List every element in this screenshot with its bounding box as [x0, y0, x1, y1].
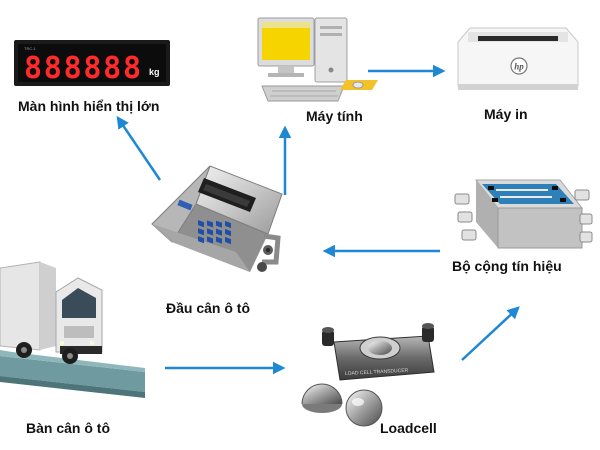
loadcell-engraving: LOAD CELL TRANSDUCER — [345, 368, 409, 377]
display-tag: TRC-1 — [24, 46, 37, 51]
weighing-indicator-icon — [151, 165, 283, 272]
arrow-loadcell-to-junction — [461, 306, 520, 361]
label-display: Màn hình hiển thị lớn — [18, 98, 160, 114]
label-computer: Máy tính — [306, 108, 363, 124]
arrows — [116, 64, 520, 375]
computer-icon — [257, 17, 378, 102]
label-scale: Bàn cân ô tô — [26, 420, 111, 436]
display-unit: kg — [149, 67, 160, 77]
label-loadcell: Loadcell — [380, 420, 437, 436]
label-printer: Máy in — [484, 106, 528, 122]
printer-icon: hp — [457, 27, 579, 90]
label-junction: Bộ cộng tín hiệu — [452, 258, 562, 274]
led-display-icon: TRC-1 888888 kg — [14, 40, 170, 86]
junction-box-icon — [454, 179, 593, 249]
label-indicator: Đầu cân ô tô — [166, 300, 251, 316]
truck-scale-icon — [0, 261, 145, 398]
loadcell-icon: LOAD CELL TRANSDUCER — [301, 323, 435, 427]
display-readout: 888888 — [24, 51, 142, 86]
arrow-indicator-to-display — [116, 115, 162, 181]
printer-logo: hp — [514, 62, 524, 72]
